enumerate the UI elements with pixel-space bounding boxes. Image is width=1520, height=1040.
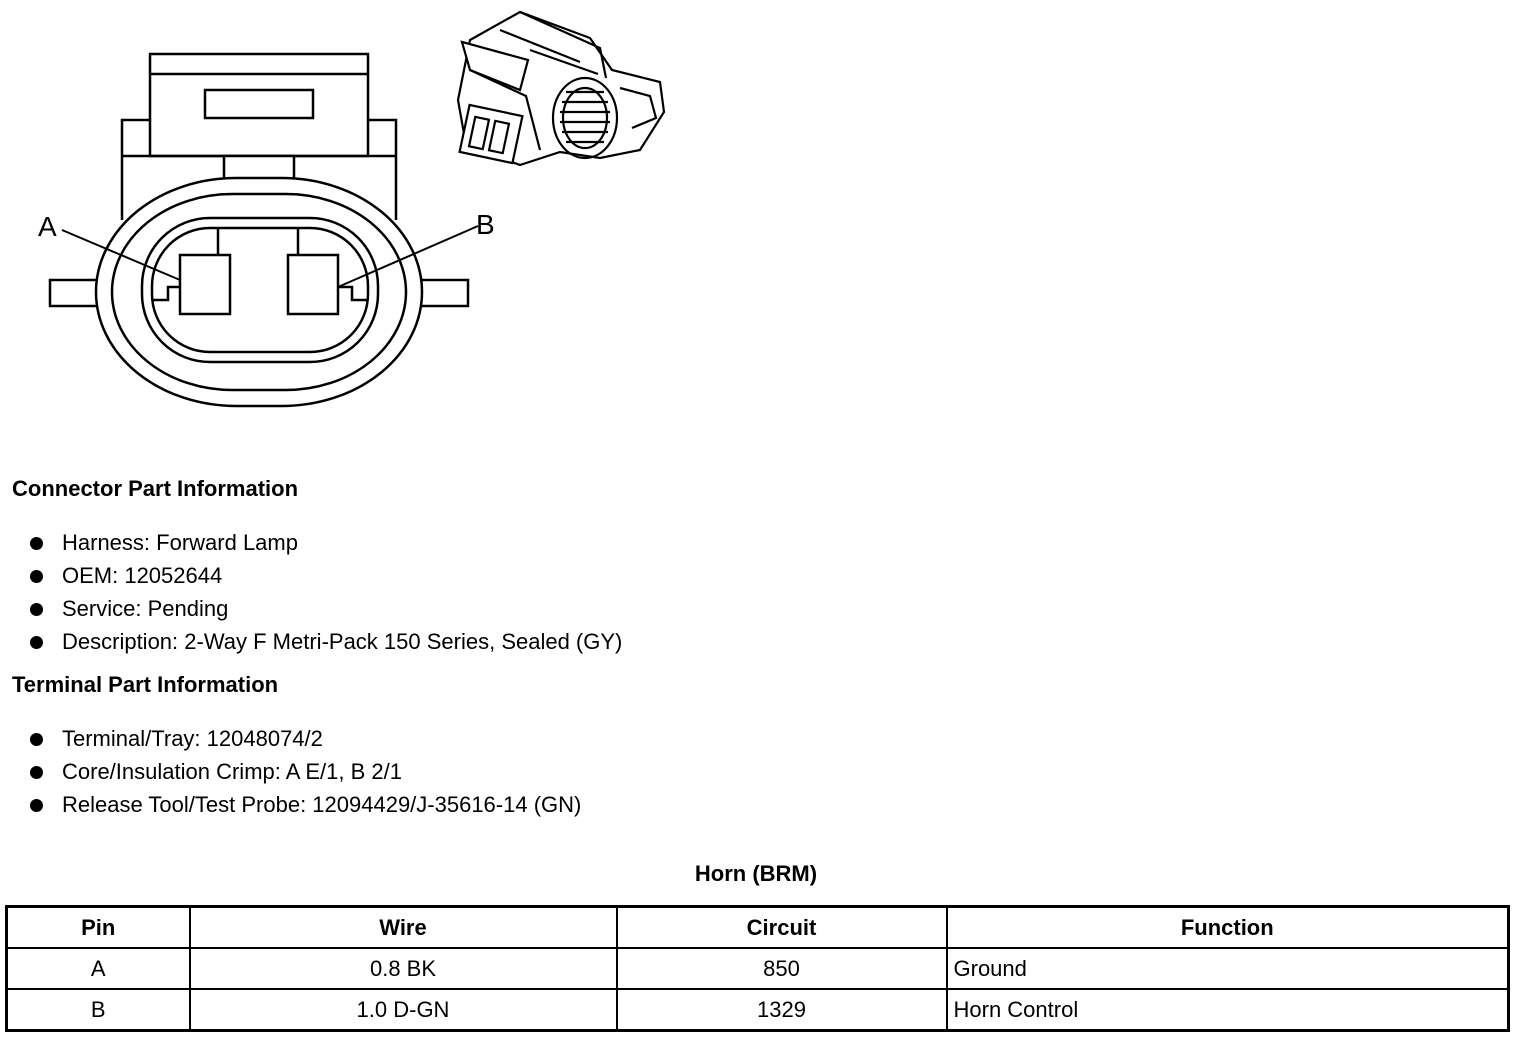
connector-info-list: Harness: Forward Lamp OEM: 12052644 Serv… <box>28 528 622 660</box>
cell-pin: A <box>5 947 191 990</box>
cell-wire: 1.0 D-GN <box>188 988 618 1032</box>
table-row: A 0.8 BK 850 Ground <box>5 947 1510 990</box>
pin-label-b: B <box>476 209 495 240</box>
bullet-icon <box>30 733 43 746</box>
pin-a-leader <box>61 229 181 281</box>
cell-wire: 0.8 BK <box>188 947 618 990</box>
pin-cavity-a <box>152 228 232 316</box>
left-side-tab <box>48 278 104 308</box>
connector-body <box>94 176 424 408</box>
terminal-info-list: Terminal/Tray: 12048074/2 Core/Insulatio… <box>28 724 581 823</box>
pin-cavity-b <box>286 228 368 316</box>
cell-circuit: 850 <box>615 947 948 990</box>
table-title: Horn (BRM) <box>694 861 818 886</box>
table-row: B 1.0 D-GN 1329 Horn Control <box>5 988 1510 1032</box>
cell-pin: B <box>5 988 191 1032</box>
pin-b-leader <box>337 225 479 288</box>
list-item: Harness: Forward Lamp <box>28 528 622 561</box>
cell-function: Horn Control <box>945 988 1510 1032</box>
bullet-icon <box>30 636 43 649</box>
bullet-icon <box>30 537 43 550</box>
bullet-icon <box>30 570 43 583</box>
connector-isometric-view <box>456 10 666 167</box>
cell-circuit: 1329 <box>615 988 948 1032</box>
right-side-tab <box>414 278 470 308</box>
list-item: Release Tool/Test Probe: 12094429/J-3561… <box>28 790 581 823</box>
list-item: Service: Pending <box>28 594 622 627</box>
cell-function: Ground <box>945 947 1510 990</box>
list-item: Core/Insulation Crimp: A E/1, B 2/1 <box>28 757 581 790</box>
header-wire: Wire <box>188 905 618 949</box>
list-item: Description: 2-Way F Metri-Pack 150 Seri… <box>28 627 622 660</box>
terminal-info-title: Terminal Part Information <box>12 672 279 697</box>
connector-diagram: A B <box>38 10 666 408</box>
pin-label-a: A <box>38 211 57 242</box>
list-item: OEM: 12052644 <box>28 561 622 594</box>
bullet-icon <box>30 799 43 812</box>
header-pin: Pin <box>5 905 191 949</box>
connector-info-title: Connector Part Information <box>12 476 299 501</box>
list-item: Terminal/Tray: 12048074/2 <box>28 724 581 757</box>
bullet-icon <box>30 766 43 779</box>
header-function: Function <box>945 905 1510 949</box>
pinout-table: Pin Wire Circuit Function A 0.8 BK 850 G… <box>5 905 1510 1032</box>
bullet-icon <box>30 603 43 616</box>
table-header-row: Pin Wire Circuit Function <box>5 905 1510 949</box>
header-circuit: Circuit <box>615 905 948 949</box>
